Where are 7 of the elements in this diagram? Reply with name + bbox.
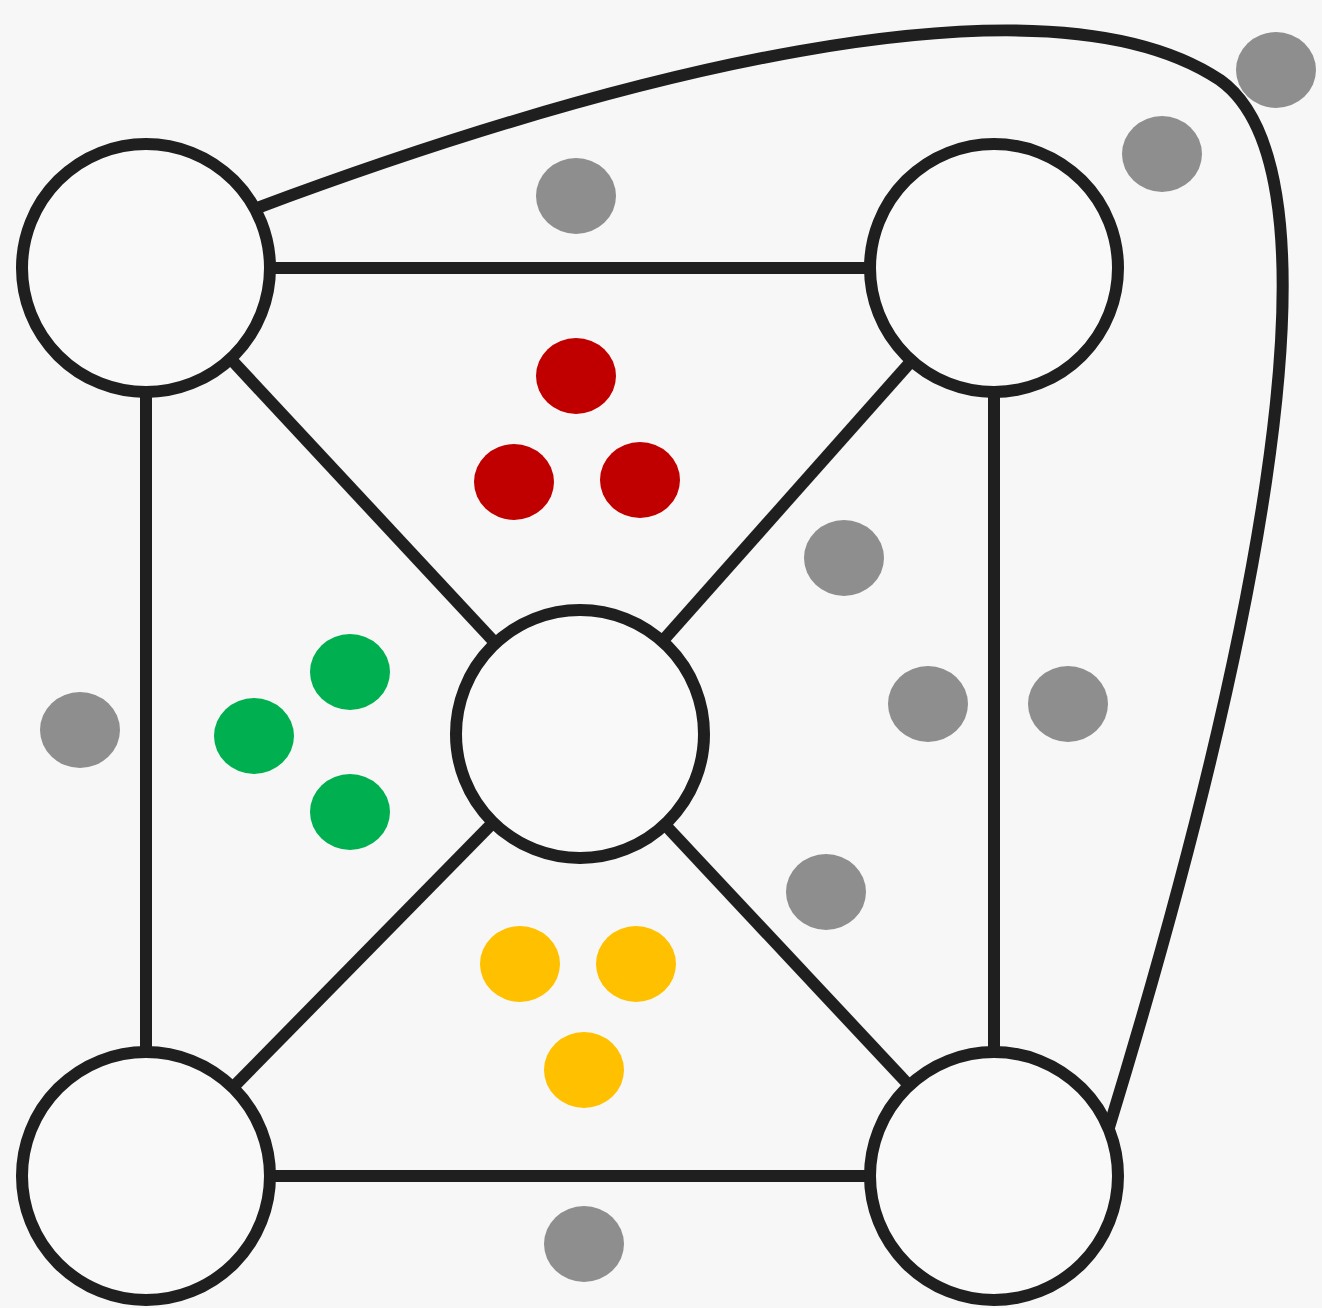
connector-line [988,392,1000,1052]
connector-line [657,356,917,646]
connector-line [660,820,914,1090]
connector-line [140,392,152,1052]
connector-line [226,354,500,648]
connector-line [228,818,498,1092]
connector-line [252,25,1289,1131]
